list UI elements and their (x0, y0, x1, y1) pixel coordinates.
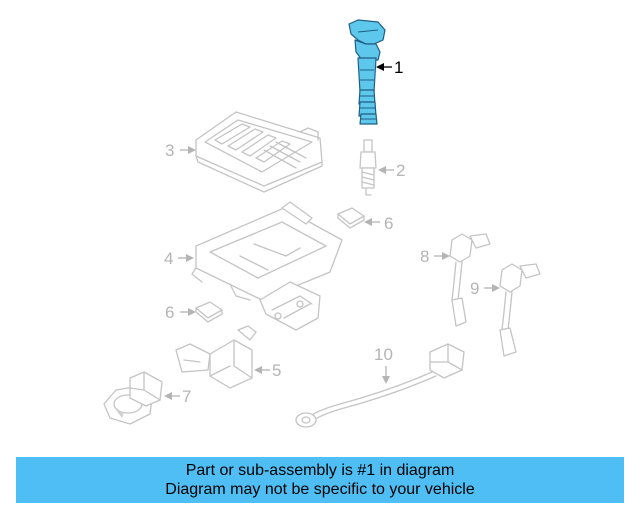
callout-arrow-7 (164, 392, 180, 400)
callout-arrow-8 (434, 252, 450, 260)
sensor-part-8 (449, 233, 491, 327)
info-banner: Part or sub-assembly is #1 in diagram Di… (16, 457, 624, 503)
callout-arrow-6b (180, 308, 196, 316)
parts-diagram: 1 3 2 6 (103, 19, 541, 428)
sensor-part-7 (103, 371, 163, 425)
pad-part-6-upper (337, 207, 365, 229)
callout-arrow-4 (178, 254, 194, 262)
callout-2: 2 (396, 161, 405, 180)
sensor-part-9 (499, 263, 541, 357)
callout-arrow-2 (378, 166, 394, 174)
engine-control-module-part-3 (195, 111, 323, 193)
banner-line-1: Part or sub-assembly is #1 in diagram (185, 462, 455, 479)
callout-8: 8 (420, 247, 429, 266)
callout-5: 5 (272, 361, 281, 380)
callout-6a: 6 (384, 214, 393, 233)
ignition-coil-part-1[interactable] (348, 19, 386, 125)
callout-4: 4 (164, 249, 173, 268)
callout-arrow-9 (484, 284, 500, 292)
callout-arrow-6a (364, 218, 380, 226)
banner-line-2: Diagram may not be specific to your vehi… (165, 481, 475, 498)
pad-part-6-lower (195, 301, 223, 323)
callout-arrow-10 (382, 366, 390, 384)
callout-10: 10 (374, 345, 393, 364)
callout-arrow-1 (376, 63, 392, 71)
callout-arrow-3 (180, 146, 196, 154)
mounting-bracket-part-4 (191, 201, 343, 331)
callout-7: 7 (182, 387, 191, 406)
callout-3: 3 (165, 141, 174, 160)
callout-arrow-5 (254, 366, 270, 374)
callout-6b: 6 (165, 303, 174, 322)
callout-1: 1 (394, 58, 403, 77)
knock-sensor-part-10 (295, 343, 465, 428)
relay-bracket-part-5 (175, 325, 257, 389)
spark-plug-part-2 (359, 139, 377, 196)
callout-9: 9 (470, 279, 479, 298)
